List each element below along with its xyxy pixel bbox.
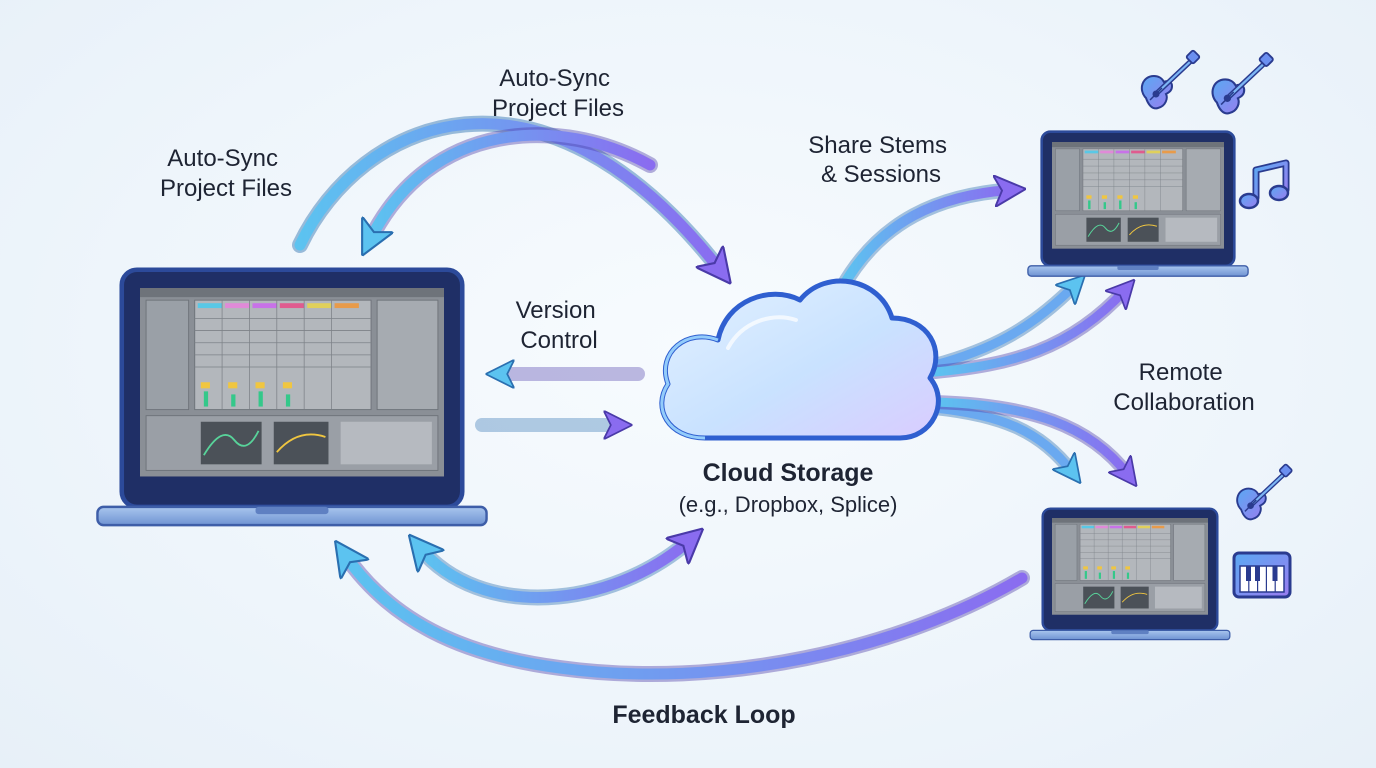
arrow-remote-to-laptop-top xyxy=(928,285,1125,379)
arrow-laptop-cloud-bottom xyxy=(420,540,690,606)
arrow-share-stems xyxy=(834,190,1010,296)
collaborator-laptop-top xyxy=(1028,132,1248,276)
label-feedback-loop: Feedback Loop xyxy=(612,701,795,729)
main-laptop xyxy=(97,270,486,525)
arrow-remote-to-laptop-bottom xyxy=(928,395,1128,475)
label-cloud-storage-examples: (e.g., Dropbox, Splice) xyxy=(679,492,898,517)
label-cloud-storage: Cloud Storage xyxy=(703,459,874,487)
collaborator-laptop-bottom xyxy=(1030,509,1230,640)
guitar-icon xyxy=(1237,464,1292,520)
guitar-icon xyxy=(1213,52,1274,113)
arrow-auto-sync-top xyxy=(292,115,720,270)
label-version-control: Version Control xyxy=(516,297,603,354)
arrow-auto-sync-left xyxy=(370,127,658,240)
arrow-feedback-loop xyxy=(345,555,1030,683)
music-note-icon xyxy=(1238,159,1290,210)
label-auto-sync-top: Auto-Sync Project Files xyxy=(492,65,624,122)
label-auto-sync-left: Auto-Sync Project Files xyxy=(160,145,292,202)
piano-keyboard-icon xyxy=(1232,551,1292,599)
label-remote-collaboration: Remote Collaboration xyxy=(1113,359,1254,416)
guitar-icon xyxy=(1142,50,1200,108)
label-share-stems: Share Stems & Sessions xyxy=(808,132,953,188)
cloud-storage-icon xyxy=(659,278,941,441)
